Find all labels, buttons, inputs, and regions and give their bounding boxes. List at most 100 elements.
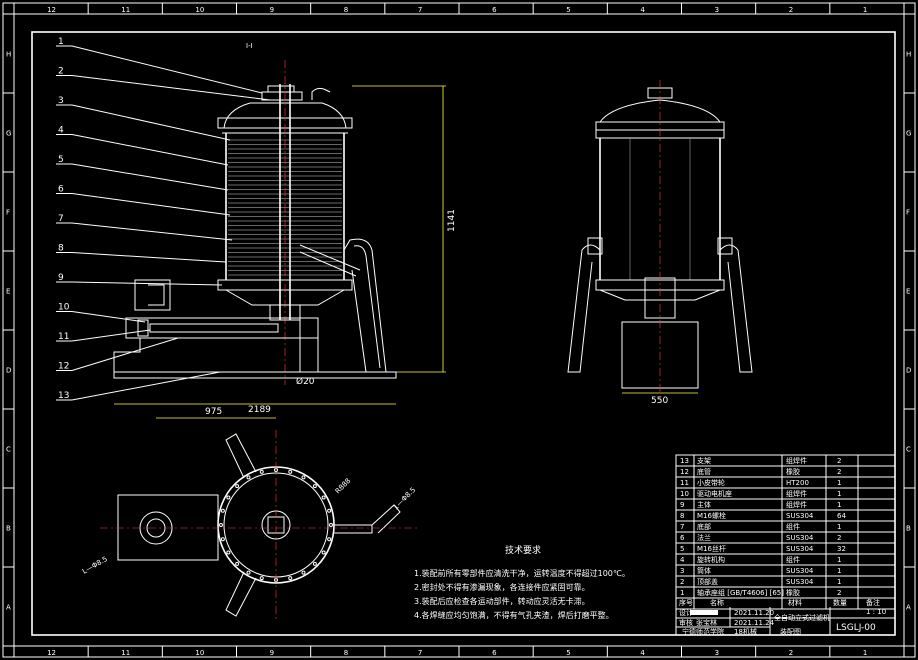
top-view: 975 R888 L—Φ8.5 1—Φ8.5	[81, 407, 420, 620]
zone-row-right: D	[906, 367, 911, 375]
drawing-number: LSGLJ-00	[836, 623, 876, 633]
zone-col-bottom: 6	[492, 649, 497, 657]
bom-cell-name: 法兰	[697, 533, 711, 542]
zone-row-right: B	[906, 525, 911, 533]
date-1: 2021.11.20	[734, 609, 774, 617]
zone-col-top: 6	[492, 6, 497, 14]
bom-cell-name: 旋转机构	[697, 555, 725, 564]
zone-row-right: H	[906, 51, 911, 59]
zone-col-top: 5	[566, 6, 570, 14]
bom-header-material: 材料	[788, 598, 802, 607]
zone-col-bottom: 7	[418, 649, 422, 657]
bom-cell-material: 组焊件	[786, 456, 807, 465]
zone-col-bottom: 2	[789, 649, 793, 657]
checker-name: 张宝林	[696, 618, 717, 627]
zone-col-bottom: 9	[270, 649, 274, 657]
balloon-label: 1	[58, 37, 64, 47]
bom-cell-no: 4	[680, 556, 685, 564]
date-2: 2021.11.24	[734, 619, 775, 627]
tech-notes: 技术要求 1.装配前所有零部件应清洗干净，运转温度不得超过100℃。 2.密封处…	[414, 544, 630, 620]
bolt-hole	[321, 550, 326, 555]
bolt-hole	[259, 469, 264, 474]
bolt-hole	[259, 576, 264, 581]
balloon-label: 8	[58, 244, 64, 254]
bom-cell-qty: 1	[837, 490, 841, 498]
bom-header-qty: 数量	[833, 598, 847, 607]
bom-cell-no: 8	[680, 512, 684, 520]
bolt-hole	[226, 495, 231, 500]
bom-cell-material: 橡胶	[786, 588, 800, 597]
bolt-hole	[301, 475, 306, 480]
bom-cell-material: 组件	[786, 522, 800, 531]
bolt-hole	[246, 570, 251, 575]
bom-cell-qty: 1	[837, 523, 841, 531]
tech-note-3: 3.装配后应检查各运动部件，转动应灵活无卡滞。	[414, 596, 590, 606]
zone-col-bottom: 3	[715, 649, 719, 657]
bom-cell-qty: 1	[837, 556, 841, 564]
bolt-hole	[312, 561, 317, 566]
bom-cell-no: 11	[680, 479, 689, 487]
bom-cell-name: 底部	[697, 522, 711, 531]
bom-header-remark: 备注	[866, 598, 880, 607]
bom-cell-material: 组件	[786, 555, 800, 564]
bom-cell-material: SUS304	[786, 567, 814, 575]
bom-cell-name: 小皮带轮	[697, 478, 725, 487]
section-left: L—Φ8.5	[81, 555, 109, 576]
bom-cell-no: 7	[680, 523, 684, 531]
bom-cell-name: 驱动电机座	[697, 489, 732, 498]
zone-col-top: 10	[195, 6, 204, 14]
bom-cell-qty: 2	[837, 468, 841, 476]
zone-row-left: D	[6, 367, 11, 375]
bom-cell-material: SUS304	[786, 512, 814, 520]
bom-cell-qty: 64	[837, 512, 846, 520]
section-mark: Ⅰ-Ⅰ	[246, 42, 253, 50]
bom-cell-qty: 1	[837, 578, 841, 586]
bom-cell-qty: 2	[837, 589, 841, 597]
assembly-label: 装配图	[780, 627, 801, 636]
bolt-hole	[220, 508, 225, 513]
zone-col-bottom: 4	[640, 649, 645, 657]
bom-cell-no: 6	[680, 534, 685, 542]
zone-col-bottom: 5	[566, 649, 570, 657]
bolt-hole	[235, 561, 240, 566]
zone-col-bottom: 11	[121, 649, 130, 657]
bom-cell-material: SUS304	[786, 578, 814, 586]
bom-cell-name: 筒体	[697, 566, 711, 575]
zone-col-top: 3	[715, 6, 719, 14]
side-width-dim: 550	[651, 396, 668, 406]
zone-row-left: C	[6, 446, 11, 454]
checker-label: 审核	[679, 618, 693, 627]
balloon-label: 6	[58, 185, 64, 195]
balloon-label: 13	[58, 391, 69, 401]
bom-cell-qty: 1	[837, 479, 841, 487]
section-right: 1—Φ8.5	[392, 486, 418, 512]
zone-row-right: G	[906, 130, 911, 138]
bolt-hole	[329, 523, 333, 527]
bom-cell-name: 顶部盖	[697, 577, 718, 586]
bolt-hole	[246, 475, 251, 480]
zone-col-bottom: 8	[344, 649, 348, 657]
bolt-hole	[235, 484, 240, 489]
tech-notes-title: 技术要求	[505, 544, 541, 556]
flange-bolts	[219, 468, 333, 582]
bolt-hole	[226, 550, 231, 555]
scale: 1 : 10	[866, 608, 886, 616]
bom-cell-no: 13	[680, 457, 689, 465]
bom-cell-material: HT200	[786, 479, 809, 487]
bolt-hole	[321, 495, 326, 500]
bom-cell-material: 橡胶	[786, 467, 800, 476]
zone-col-top: 12	[47, 6, 56, 14]
designer-label: 设计	[679, 608, 693, 617]
balloon-label: 2	[58, 67, 64, 77]
class: 18机械	[734, 627, 757, 636]
balloon-label: 3	[58, 96, 64, 106]
bom-cell-name: 轴承座组 [GB/T4606] [65]	[697, 588, 784, 597]
bolt-hole	[327, 537, 332, 542]
zone-col-bottom: 12	[47, 649, 56, 657]
zone-row-left: F	[6, 209, 10, 217]
zone-col-top: 11	[121, 6, 130, 14]
front-view: 1141 2189 Ø20 Ⅰ-Ⅰ	[113, 42, 457, 415]
bom-cell-no: 9	[680, 501, 684, 509]
